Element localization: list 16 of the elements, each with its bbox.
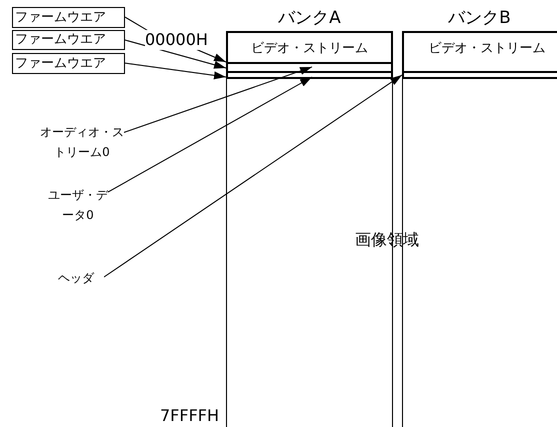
bank-heading: バンクA <box>277 8 342 28</box>
bank-heading: バンクB <box>447 8 512 28</box>
arrow <box>104 74 402 278</box>
arrow <box>124 40 226 69</box>
arrow <box>124 62 226 80</box>
address-label: 7FFFFH <box>160 406 220 425</box>
label-box: ファームウエア <box>12 53 125 74</box>
memory-block: ビデオ・ストリーム <box>402 31 557 71</box>
memory-strip <box>226 71 393 79</box>
memory-block: ビデオ・ストリーム <box>226 31 393 62</box>
arrow <box>108 76 312 193</box>
label-box: ファームウエア <box>12 30 125 50</box>
memory-strip <box>226 62 393 71</box>
label-box: ファームウエア <box>12 7 125 28</box>
memory-strip <box>402 71 557 79</box>
arrow <box>122 66 312 134</box>
